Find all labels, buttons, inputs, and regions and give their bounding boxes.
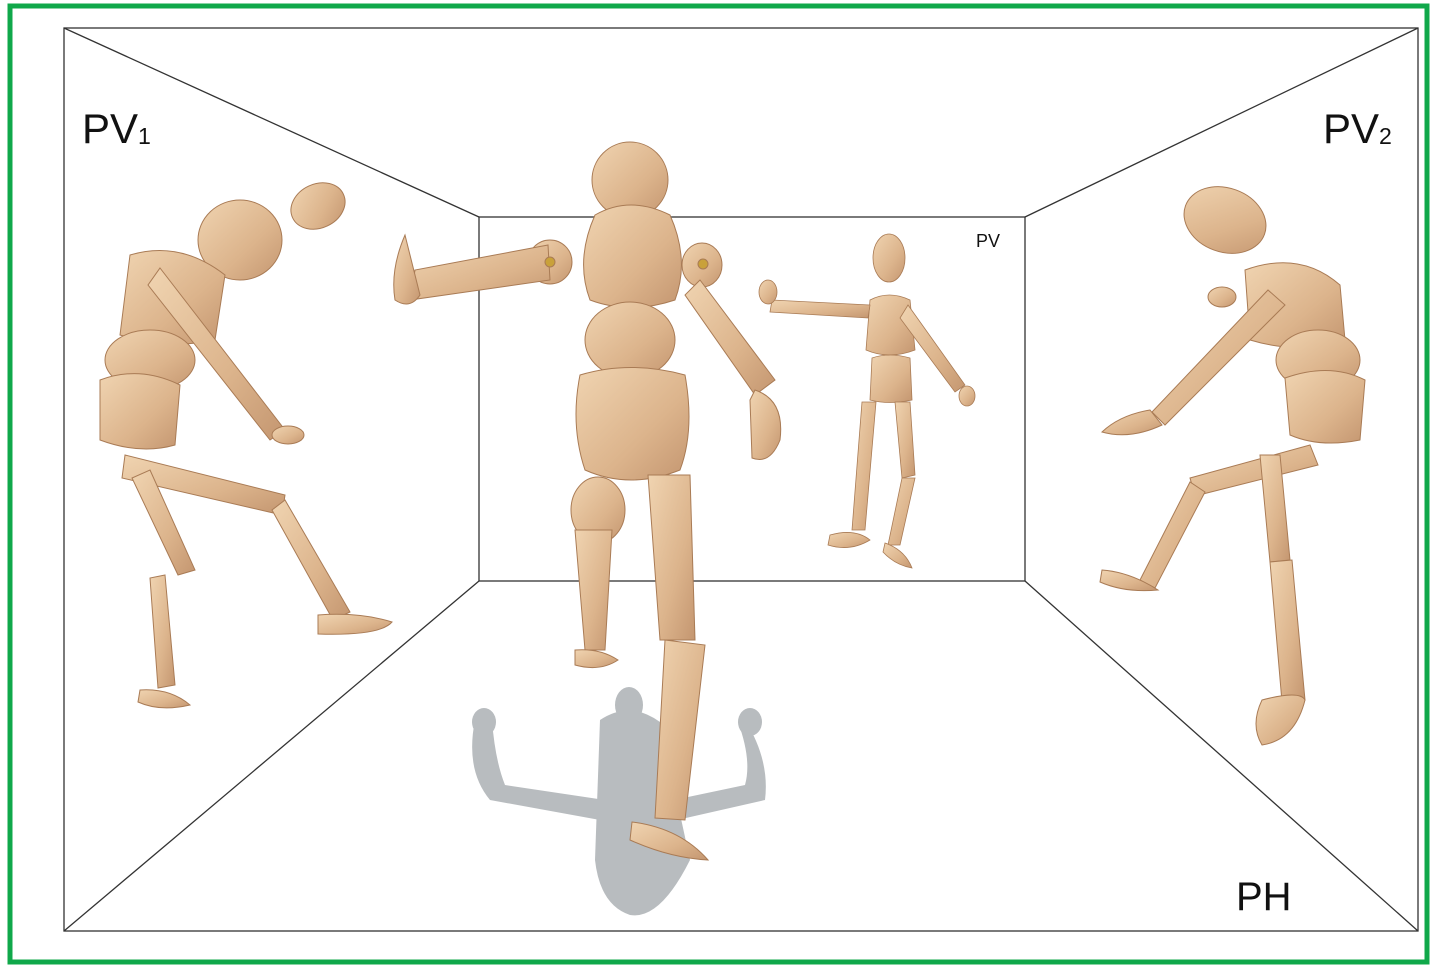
label-pv2: PV2 (1323, 108, 1392, 150)
edge-bottom-right (1025, 581, 1418, 931)
label-pv: PV (976, 232, 1000, 250)
label-pv2-base: PV (1323, 105, 1379, 152)
mannequin-left (100, 174, 392, 708)
edge-bottom-left (64, 581, 479, 931)
mannequin-shadow (472, 687, 766, 915)
label-pv1-sub: 1 (138, 123, 151, 149)
mannequin-back-wall (759, 234, 975, 568)
label-pv1-base: PV (82, 105, 138, 152)
label-pv1: PV1 (82, 108, 151, 150)
label-ph: PH (1236, 877, 1292, 917)
mannequin-right (1100, 176, 1365, 745)
mannequin-center (394, 142, 781, 860)
label-pv2-sub: 2 (1379, 123, 1392, 149)
